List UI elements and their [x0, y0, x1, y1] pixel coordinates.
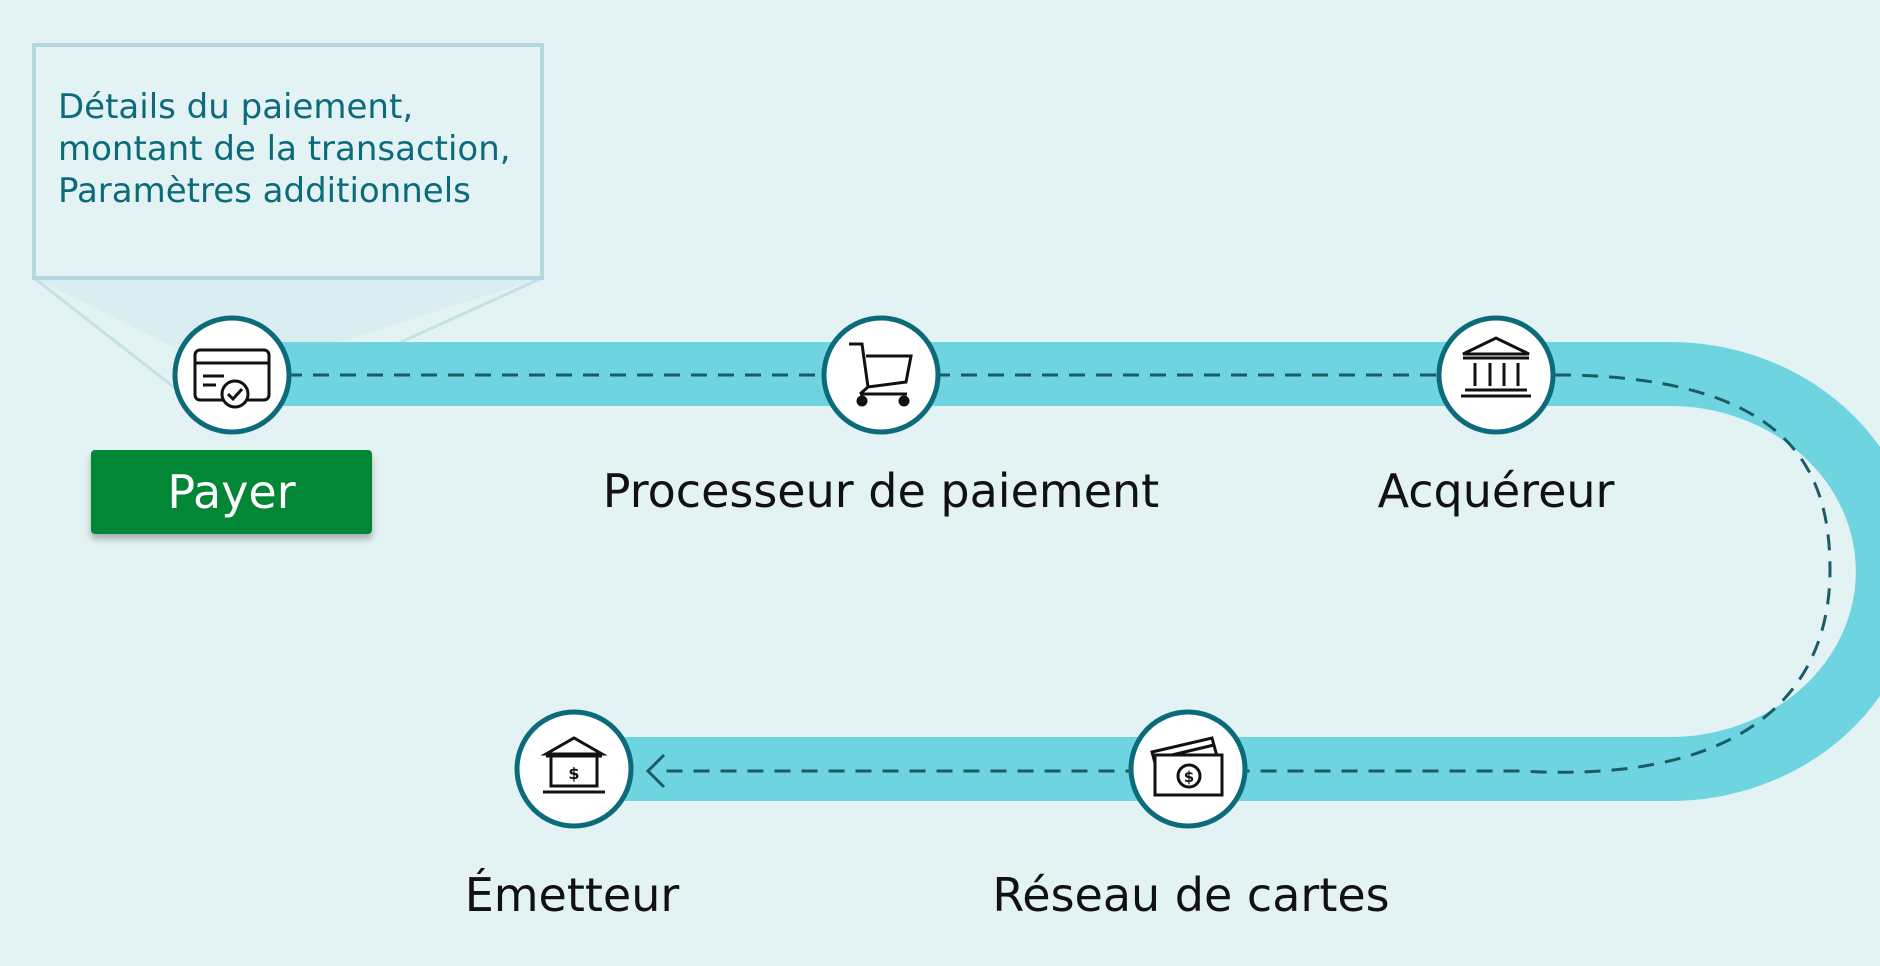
label-card-network: Réseau de cartes [992, 868, 1390, 922]
node-payer [172, 315, 292, 435]
svg-text:$: $ [568, 764, 579, 783]
node-card-network: $ [1128, 709, 1248, 829]
callout-text: Détails du paiement, montant de la trans… [58, 86, 518, 212]
callout-pointer-left-edge [33, 276, 176, 390]
shopping-cart-icon [849, 342, 913, 407]
bank-icon [1461, 336, 1531, 398]
node-issuer: $ [514, 709, 634, 829]
label-acquirer: Acquéreur [1377, 464, 1615, 518]
callout-box [32, 43, 544, 280]
flow-arrowhead-icon [645, 753, 666, 789]
svg-text:$: $ [1184, 768, 1194, 786]
flow-dashed-line [232, 373, 1832, 774]
payer-button[interactable]: Payer [91, 450, 372, 534]
callout-line: Paramètres additionnels [58, 171, 471, 211]
callout-line: montant de la transaction, [58, 129, 511, 169]
callout-line: Détails du paiement, [58, 87, 414, 127]
bank-dollar-icon: $ [540, 736, 608, 794]
label-issuer: Émetteur [464, 868, 680, 922]
callout-pointer [34, 278, 542, 376]
node-acquirer [1436, 315, 1556, 435]
cards-cash-icon: $ [1150, 736, 1224, 797]
label-processor: Processeur de paiement [602, 464, 1160, 518]
payment-card-check-icon [193, 348, 271, 409]
node-processor [821, 315, 941, 435]
flow-track [232, 342, 1880, 801]
